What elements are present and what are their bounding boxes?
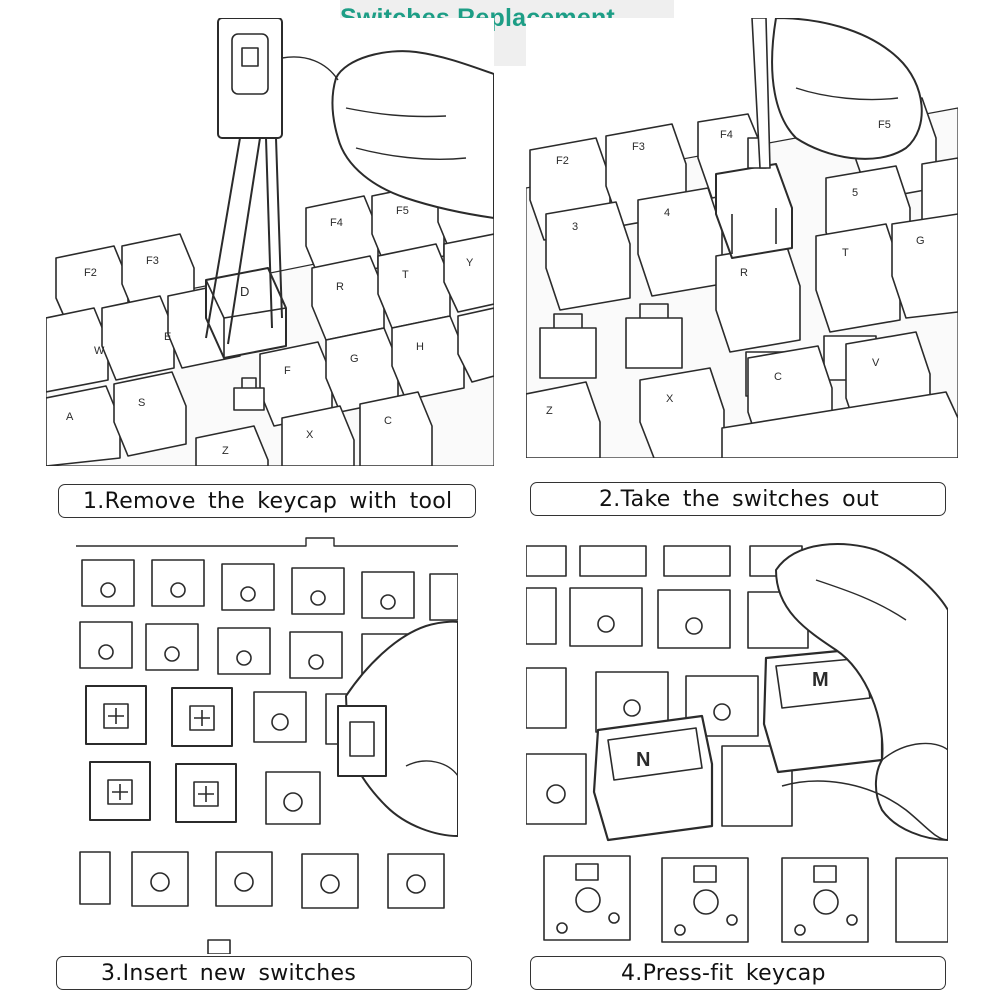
svg-text:Z: Z [222,445,229,457]
svg-text:X: X [666,393,674,405]
step4-caption-text: 4.Press-fit keycap [621,960,826,986]
svg-text:T: T [402,269,409,281]
plate-sockets-row4 [79,851,445,954]
panel1-key-legends: F2 F3 F4 F5 D W E R T Y S F G H A Z X C [66,205,474,457]
svg-text:G: G [916,235,925,247]
keyboard-keys-bottom [526,331,958,458]
svg-text:H: H [416,341,424,353]
pressing-hand [775,543,948,841]
step3-caption-text: 3.Insert new switches [101,960,357,986]
svg-text:R: R [740,267,748,279]
step2-caption-text: 2.Take the switches out [599,486,880,512]
svg-text:R: R [336,281,344,293]
step4-caption: 4.Press-fit keycap [530,956,946,990]
keycap-n: N [592,714,714,842]
svg-text:Z: Z [546,405,553,417]
svg-text:W: W [94,345,105,357]
svg-text:G: G [350,353,359,365]
lifted-keycap [205,267,287,359]
svg-text:F4: F4 [330,217,343,229]
svg-text:F5: F5 [396,205,409,217]
step2-caption: 2.Take the switches out [530,482,946,516]
plate-sockets-row1 [81,559,458,621]
hand-with-switch [337,620,458,837]
svg-text:M: M [812,669,829,691]
svg-text:X: X [306,429,314,441]
svg-text:4: 4 [664,207,670,219]
svg-text:Y: Y [466,257,474,269]
svg-text:5: 5 [852,187,858,199]
svg-text:S: S [138,397,145,409]
step1-illustration: F2 F3 F4 F5 D W E R T Y S F G H A Z X C [46,18,494,466]
svg-text:C: C [384,415,392,427]
svg-text:F3: F3 [632,141,645,153]
svg-text:A: A [66,411,74,423]
plate-sockets-middle [526,667,793,827]
svg-text:E: E [164,331,171,343]
tweezers-hand [751,18,923,169]
svg-text:T: T [842,247,849,259]
keyboard-keys-row3 [46,307,494,466]
svg-text:F3: F3 [146,255,159,267]
svg-text:3: 3 [572,221,578,233]
svg-text:F: F [284,365,291,377]
svg-text:F2: F2 [84,267,97,279]
keycap-puller-tool [205,18,283,345]
svg-text:C: C [774,371,782,383]
panel2-key-legends: F2 F3 F4 F5 3 4 5 R T G Z X C V [546,119,925,417]
svg-text:V: V [872,357,880,369]
step3-caption: 3.Insert new switches [56,956,472,990]
svg-text:D: D [240,284,249,299]
step2-illustration: F2 F3 F4 F5 3 4 5 R T G Z X C V [526,18,958,458]
svg-text:F4: F4 [720,129,733,141]
step1-caption-text: 1.Remove the keycap with tool [83,488,453,514]
svg-text:F2: F2 [556,155,569,167]
plate-sockets-top [526,545,809,649]
hand-illustration [281,50,494,219]
plate-sockets-bottom [543,855,948,943]
svg-text:N: N [636,749,650,771]
installed-switches [85,685,237,823]
svg-text:F5: F5 [878,119,891,131]
exposed-switch [233,377,265,411]
keyboard-keys-middle [545,157,958,353]
step4-illustration: N M [526,540,948,954]
step3-illustration [76,536,458,954]
step1-caption: 1.Remove the keycap with tool [58,484,476,518]
